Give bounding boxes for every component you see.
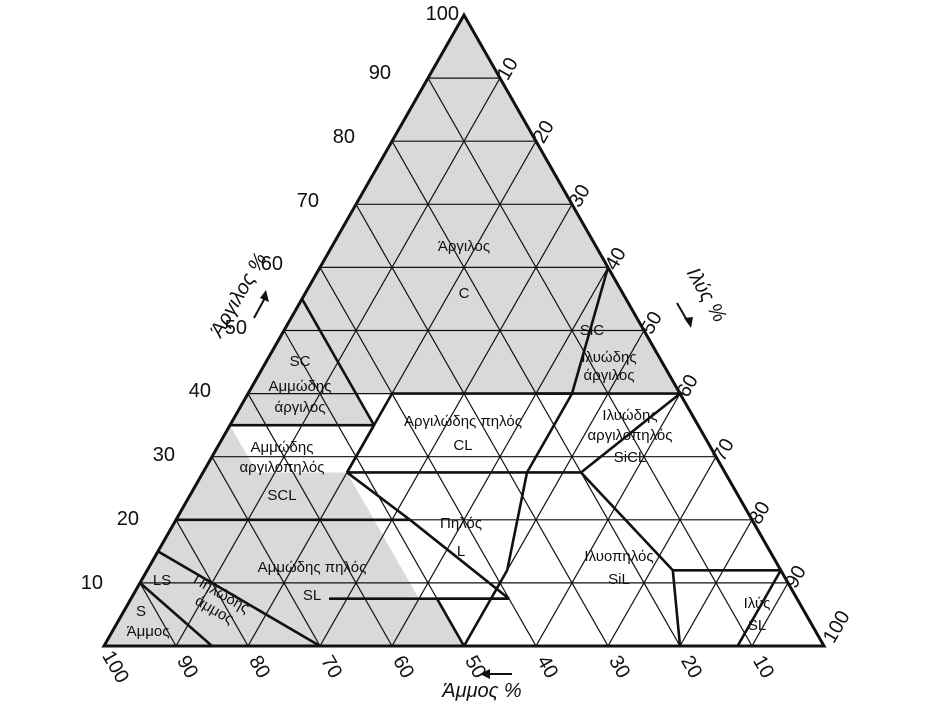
sand-tick: 40 (532, 652, 562, 682)
class-boundary-line (580, 392, 681, 474)
sand-tick: 70 (316, 652, 346, 682)
class-boundary-line (157, 550, 321, 648)
class-boundary-line (736, 569, 782, 647)
label-ls-abbr: LS (153, 572, 171, 589)
class-labels: Άργιλος C SiC Ιλυώδης άργιλος SC Αμμώδης… (127, 238, 771, 640)
sand-tick: 100 (97, 647, 133, 687)
label-scl-name1: Αμμώδης (251, 439, 314, 456)
class-boundary-line (525, 392, 574, 474)
triangle-outline (101, 11, 827, 648)
label-sicl-abbr: SiCL (614, 449, 647, 466)
label-sil-name: Ιλυοπηλός (584, 548, 653, 565)
label-silt-abbr: SL (748, 617, 766, 634)
label-silt-name: Ιλύς (744, 595, 771, 612)
grid-line-sand (427, 77, 753, 647)
label-sl-name: Αμμώδης πηλός (258, 559, 367, 576)
label-sicl-name1: Ιλυώδης (602, 407, 657, 424)
label-scl-abbr: SCL (267, 487, 296, 504)
grid-line-silt (319, 204, 573, 647)
label-sand-abbr: S (136, 603, 146, 620)
clay-tick: 30 (153, 444, 175, 466)
label-sc-abbr: SC (290, 353, 311, 370)
clay-tick: 60 (261, 253, 283, 275)
class-boundary-line (570, 267, 610, 394)
clay-tick: 20 (117, 508, 139, 530)
clay-tick: 70 (297, 190, 319, 212)
sand-axis-ticks: 100 90 80 70 60 50 40 30 20 10 (97, 647, 778, 687)
sand-tick: 80 (244, 652, 274, 682)
clay-axis-arrow (253, 290, 269, 319)
label-cl-abbr: CL (453, 437, 472, 454)
label-sic-name2: άργιλος (584, 367, 635, 384)
label-loam-abbr: L (457, 543, 465, 560)
class-boundary-line (435, 598, 466, 647)
class-boundaries (139, 267, 782, 648)
grid-line-sand (211, 456, 321, 647)
grid-line-sand (355, 204, 609, 647)
label-scl-name2: αργιλοπηλός (240, 459, 325, 476)
label-sic-name1: Ιλυώδης (581, 349, 636, 366)
label-clay-name: Άργιλος (438, 238, 490, 255)
clay-tick: 50 (225, 317, 247, 339)
sand-tick: 50 (460, 652, 490, 682)
class-boundary-line (505, 472, 529, 571)
silt-axis-title: Ιλύς % (682, 264, 730, 326)
sand-tick: 30 (604, 652, 634, 682)
class-boundary-line (580, 471, 674, 572)
class-boundary-line (671, 570, 682, 647)
sand-tick: 20 (676, 652, 706, 682)
class-boundary-line (345, 392, 394, 474)
grid-line-silt (751, 582, 789, 647)
label-sand-name: Άμμος (127, 623, 170, 640)
clay-axis-ticks: 10 20 30 40 50 60 70 80 90 100 (81, 3, 459, 594)
sand-tick: 60 (388, 652, 418, 682)
label-sil-abbr: SiL (608, 571, 630, 588)
grid-line-sand (283, 330, 465, 647)
label-sc-name2: άργιλος (275, 399, 326, 416)
sand-tick: 90 (172, 652, 202, 682)
class-boundary-line (346, 471, 411, 521)
grid-line-sand (139, 582, 177, 647)
sand-axis-title: Άμμος % (441, 680, 521, 702)
clay-tick: 10 (81, 572, 103, 594)
label-clay-abbr: C (459, 285, 470, 302)
label-sc-name1: Αμμώδης (269, 378, 332, 395)
clay-tick: 90 (369, 62, 391, 84)
sand-tick: 10 (748, 652, 778, 682)
label-loam-name: Πηλός (440, 515, 482, 532)
class-boundary-line (139, 581, 213, 647)
clay-tick: 80 (333, 126, 355, 148)
clay-tick: 40 (189, 380, 211, 402)
label-cl-name: Αργιλώδης πηλός (404, 413, 522, 430)
label-sicl-name2: αργιλοπηλός (588, 427, 673, 444)
label-sic-abbr: SiC (580, 322, 604, 339)
grid-line-silt (607, 456, 717, 647)
class-boundary-line (409, 518, 510, 600)
class-boundary-line (300, 298, 376, 426)
class-boundary-line (462, 569, 509, 647)
sand-axis-arrow (480, 669, 512, 679)
label-sl-abbr: SL (303, 587, 321, 604)
silt-tick: 100 (819, 607, 855, 647)
clay-tick: 100 (426, 3, 459, 25)
silt-axis-arrow (676, 302, 693, 328)
